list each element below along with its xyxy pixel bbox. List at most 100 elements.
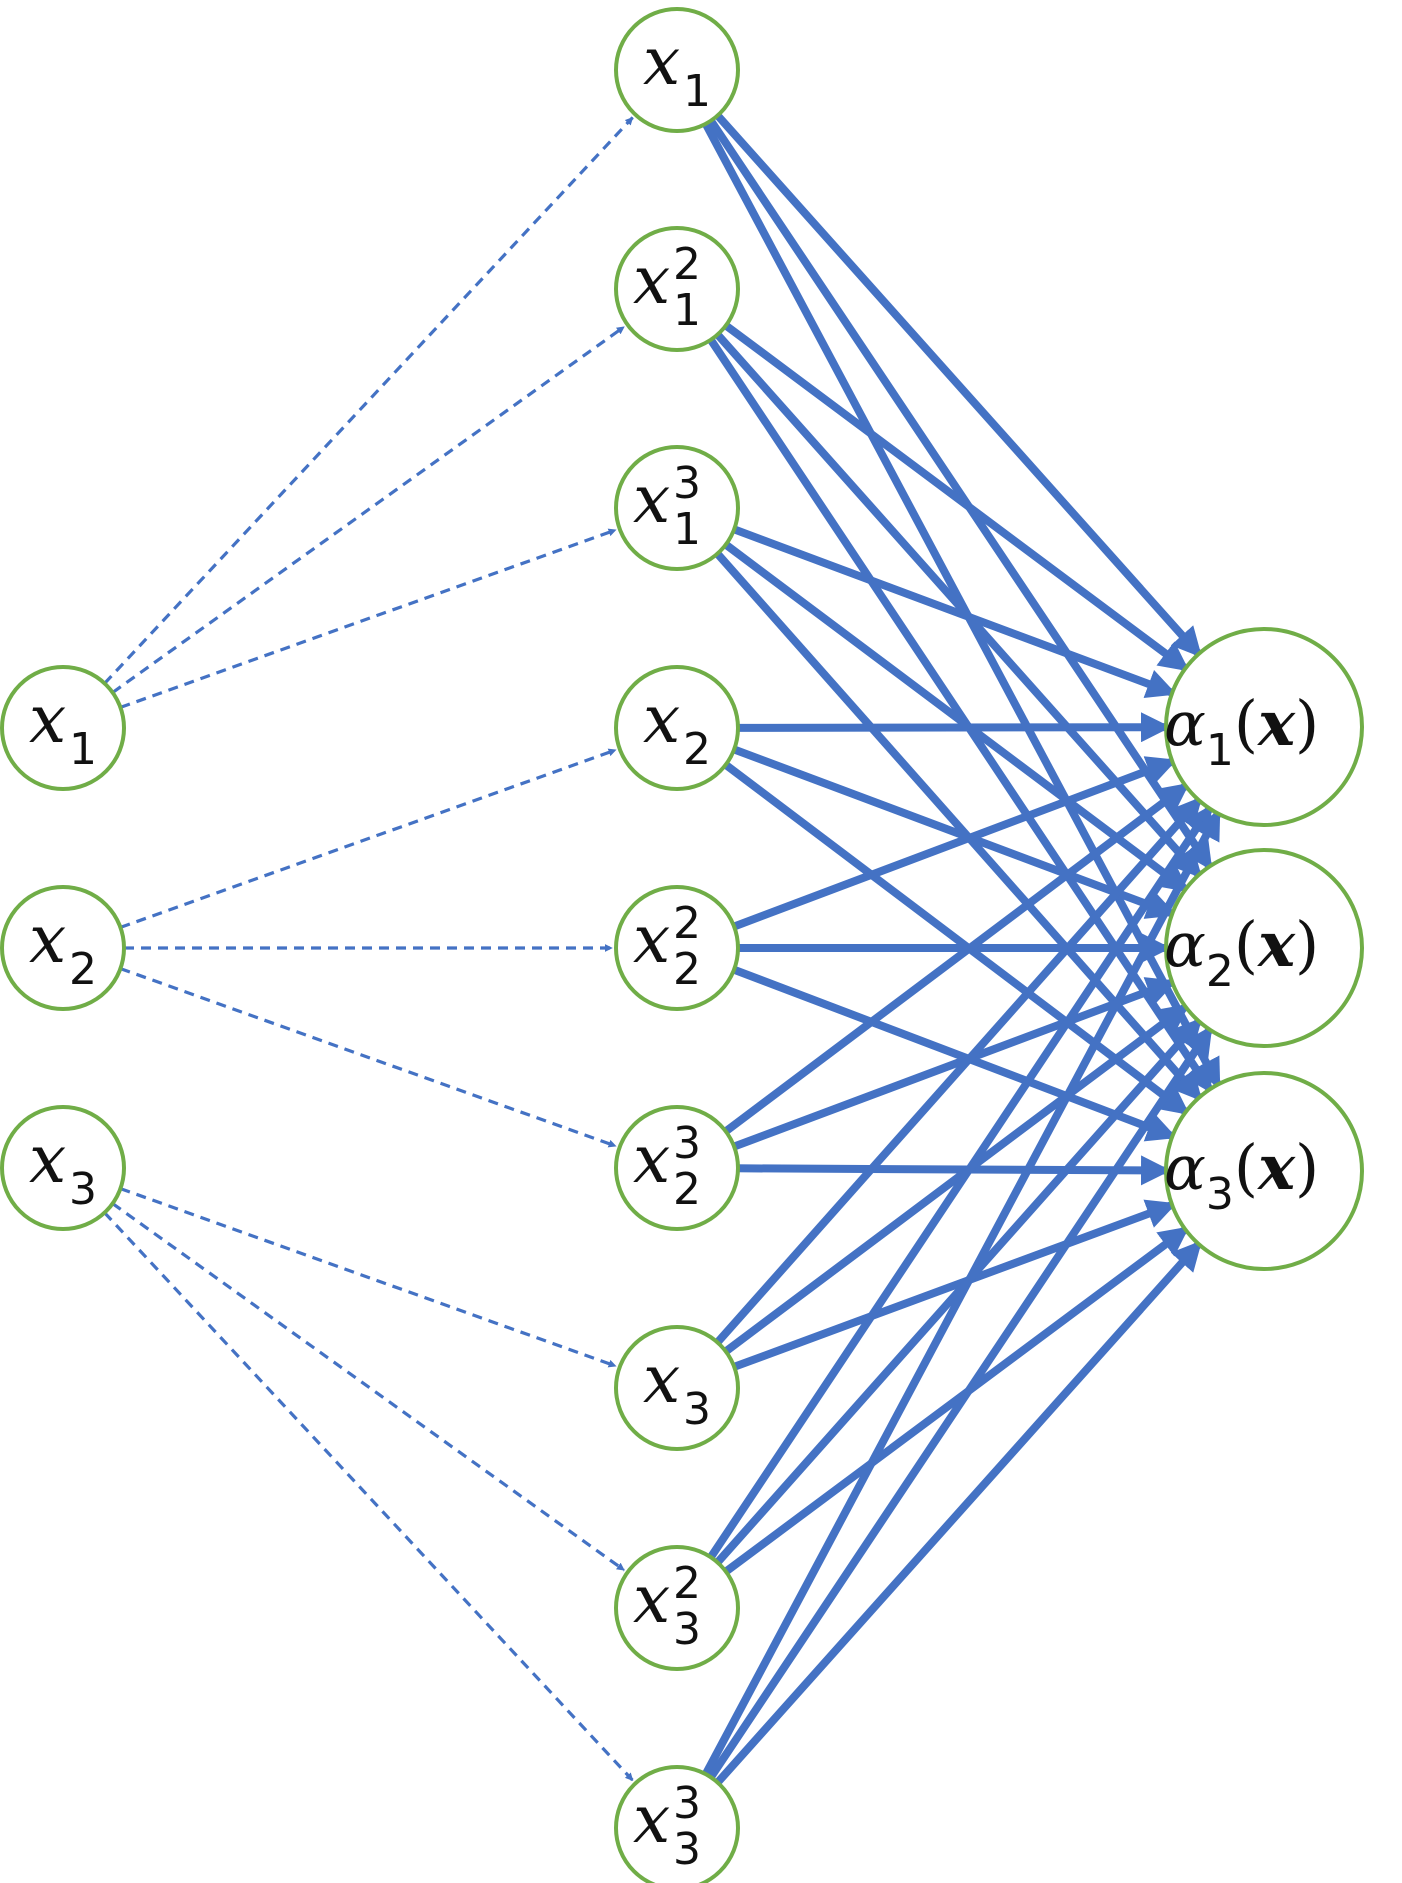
- edge-f23-o2: [730, 977, 1177, 1152]
- feature-node-label-base: x: [643, 1341, 680, 1418]
- output-node-label: α2(x): [1164, 908, 1319, 997]
- feature-node-circle: [614, 665, 740, 791]
- output-node-circle: [1164, 848, 1364, 1048]
- feature-node-circle: [614, 1545, 740, 1671]
- feature-node-label-subscript: 2: [683, 724, 711, 775]
- feature-node-label-superscript: 2: [673, 898, 701, 949]
- edge-in2-f23: [119, 967, 617, 1148]
- input-to-feature-edges: [103, 116, 634, 1782]
- input-node-label-base: x: [29, 901, 66, 978]
- edge-f31-o3: [730, 1199, 1177, 1372]
- input-node-circle: [0, 665, 126, 791]
- output-node-label: α1(x): [1164, 687, 1319, 776]
- edge-f21-o3: [721, 760, 1190, 1117]
- feature-node-circle: [614, 445, 740, 571]
- feature-node-label-base: x: [633, 1121, 670, 1198]
- feature-node-circle: [614, 1765, 740, 1883]
- input-node-label-base: x: [29, 1121, 66, 1198]
- edge-in1-f12: [111, 325, 626, 694]
- edge-in3-f32: [111, 1202, 626, 1572]
- edge-f12-o3: [706, 335, 1215, 1094]
- edge-in1-f11: [103, 116, 634, 685]
- input-node-circle: [0, 885, 126, 1011]
- output-node-3: α3(x): [1164, 1071, 1364, 1271]
- edge-in1-f13: [119, 528, 617, 709]
- edge-f21-o1: [735, 712, 1172, 743]
- feature-node-label-superscript: 2: [673, 1558, 701, 1609]
- input-node-label-base: x: [29, 681, 66, 758]
- output-node-circle: [1164, 1071, 1364, 1271]
- feature-node-label-base: x: [633, 242, 670, 319]
- edge-f31-o2: [721, 1002, 1190, 1356]
- output-node-circle: [1164, 627, 1364, 827]
- feature-node-label-subscript: 1: [673, 285, 701, 336]
- feature-node-label-subscript: 3: [683, 1384, 711, 1435]
- feature-node-label-base: x: [633, 461, 670, 538]
- edge-f13-o2: [721, 540, 1190, 894]
- feature-node-label-superscript: 3: [673, 1778, 701, 1829]
- feature-node-circle: [614, 885, 740, 1011]
- feature-node-label-subscript: 2: [673, 944, 701, 995]
- feature-to-output-edges: [701, 111, 1223, 1787]
- input-node-label-subscript: 1: [69, 724, 97, 775]
- edge-f32-o3: [721, 1225, 1190, 1576]
- edge-f13-o3: [713, 549, 1204, 1102]
- edge-f23-o3: [735, 1155, 1172, 1186]
- edge-in3-f31: [119, 1187, 617, 1368]
- input-node-circle: [0, 1105, 126, 1231]
- feature-node-label-superscript: 3: [673, 458, 701, 509]
- feature-node-label-subscript: 1: [673, 504, 701, 555]
- edge-f31-o1: [713, 796, 1204, 1347]
- feature-node-label-base: x: [633, 1561, 670, 1638]
- edge-f13-o1: [730, 524, 1177, 699]
- edge-f12-o1: [721, 321, 1190, 673]
- edge-f22-o1: [730, 756, 1177, 931]
- feature-node-label-subscript: 2: [673, 1164, 701, 1215]
- feature-node-circle: [614, 226, 740, 352]
- edge-f32-o1: [706, 804, 1215, 1562]
- edge-f32-o2: [713, 1017, 1204, 1567]
- edge-in2-f21: [119, 748, 617, 929]
- edge-in3-f33: [103, 1211, 634, 1782]
- feature-node-label-base: x: [633, 901, 670, 978]
- feature-node-label-subscript: 3: [673, 1604, 701, 1655]
- output-node-2: α2(x): [1164, 848, 1364, 1048]
- output-node-1: α1(x): [1164, 627, 1364, 827]
- output-node-label: α3(x): [1164, 1131, 1319, 1220]
- edge-f33-o2: [706, 1025, 1215, 1782]
- feature-node-label-base: x: [643, 681, 680, 758]
- edge-f11-o2: [706, 116, 1214, 871]
- feature-node-label-superscript: 2: [673, 239, 701, 290]
- feature-node-circle: [614, 7, 740, 133]
- edge-f22-o3: [730, 965, 1178, 1142]
- feature-node-label-subscript: 3: [673, 1824, 701, 1875]
- edge-f21-o2: [730, 744, 1177, 919]
- input-node-label-subscript: 3: [69, 1164, 97, 1215]
- edge-f33-o1: [701, 809, 1223, 1778]
- feature-node-circle: [614, 1105, 740, 1231]
- edge-f23-o1: [721, 781, 1190, 1136]
- input-node-label-subscript: 2: [69, 944, 97, 995]
- edge-f12-o2: [713, 330, 1204, 879]
- feature-node-label-superscript: 3: [673, 1118, 701, 1169]
- edge-f33-o3: [713, 1239, 1204, 1787]
- feature-node-label-base: x: [643, 23, 680, 100]
- feature-node-circle: [614, 1325, 740, 1451]
- feature-node-label-subscript: 1: [683, 66, 711, 117]
- edge-f11-o1: [713, 111, 1204, 659]
- feature-node-label-base: x: [633, 1781, 670, 1858]
